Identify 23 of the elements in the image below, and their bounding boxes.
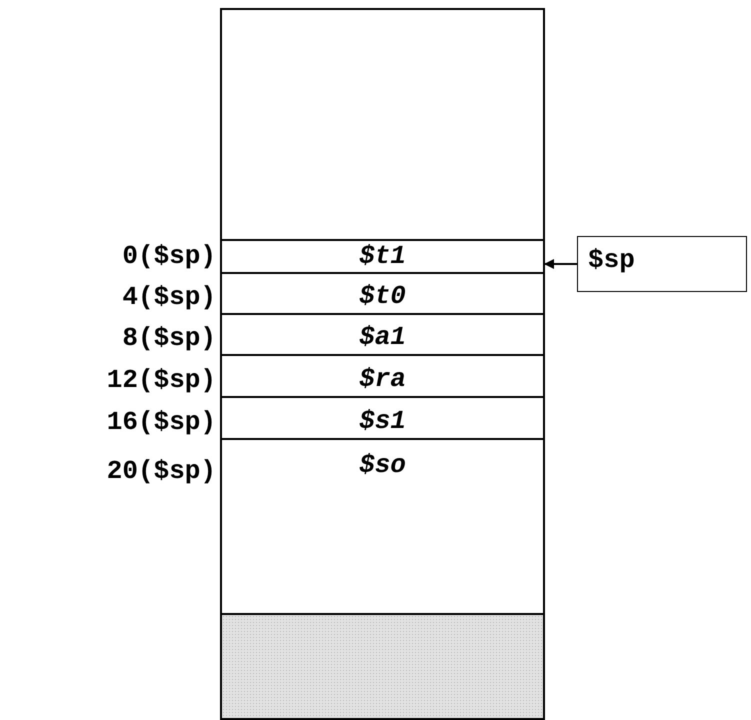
stack-slot — [220, 438, 545, 615]
stack-slot — [220, 239, 545, 274]
register-name: $t1 — [358, 241, 407, 271]
register-box — [577, 236, 747, 292]
offset-label: 4($sp) — [121, 282, 216, 312]
stack-slot — [220, 272, 545, 315]
register-name: $a1 — [358, 322, 407, 352]
offset-label: 20($sp) — [106, 456, 216, 486]
register-name: $t0 — [358, 281, 407, 311]
arrow — [544, 259, 577, 269]
shaded-stack-region — [220, 613, 545, 720]
register-name: $so — [358, 450, 407, 480]
offset-label: 16($sp) — [106, 407, 216, 437]
stack-slot — [220, 313, 545, 356]
stack-region — [220, 8, 545, 241]
register-name: $ra — [358, 364, 407, 394]
stack-slot — [220, 396, 545, 440]
register-label: $sp — [588, 245, 635, 275]
offset-label: 8($sp) — [121, 323, 216, 353]
register-name: $s1 — [358, 406, 407, 436]
offset-label: 0($sp) — [121, 241, 216, 271]
stack-slot — [220, 354, 545, 398]
offset-label: 12($sp) — [106, 365, 216, 395]
